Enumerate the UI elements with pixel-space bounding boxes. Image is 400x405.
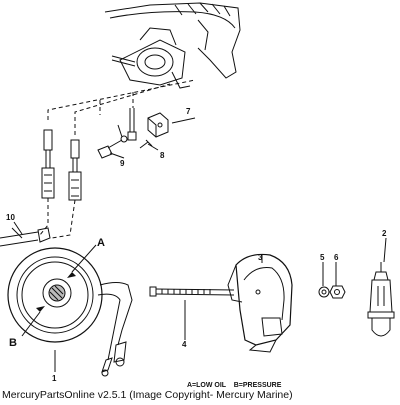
callout-5: 5 <box>320 253 325 262</box>
callout-7: 7 <box>186 107 191 116</box>
callout-B: B <box>9 337 17 349</box>
callout-9: 9 <box>120 159 125 168</box>
item-4-bolt <box>149 286 235 297</box>
item-2-lamp <box>367 262 395 337</box>
wire-connectors <box>39 129 82 239</box>
callout-10: 10 <box>6 213 15 222</box>
item-1-sensor <box>7 247 133 377</box>
item-9-bolt <box>97 124 128 159</box>
callout-A: A <box>97 237 105 249</box>
callout-2: 2 <box>382 229 387 238</box>
engine-block-illustration <box>104 2 241 89</box>
callout-4: 4 <box>182 340 187 349</box>
callout-3: 3 <box>258 253 263 262</box>
image-credit: MercuryPartsOnline v2.5.1 (Image Copyrig… <box>2 389 293 401</box>
item-7-bracket <box>127 108 169 141</box>
legend-text: A=LOW OIL B=PRESSURE <box>187 382 282 389</box>
item-3-clamp <box>227 253 293 353</box>
callout-1: 1 <box>52 374 57 383</box>
items-5-6-hardware <box>318 285 346 299</box>
callout-8: 8 <box>160 151 165 160</box>
item-10-harness <box>0 227 51 247</box>
callout-6: 6 <box>334 253 339 262</box>
